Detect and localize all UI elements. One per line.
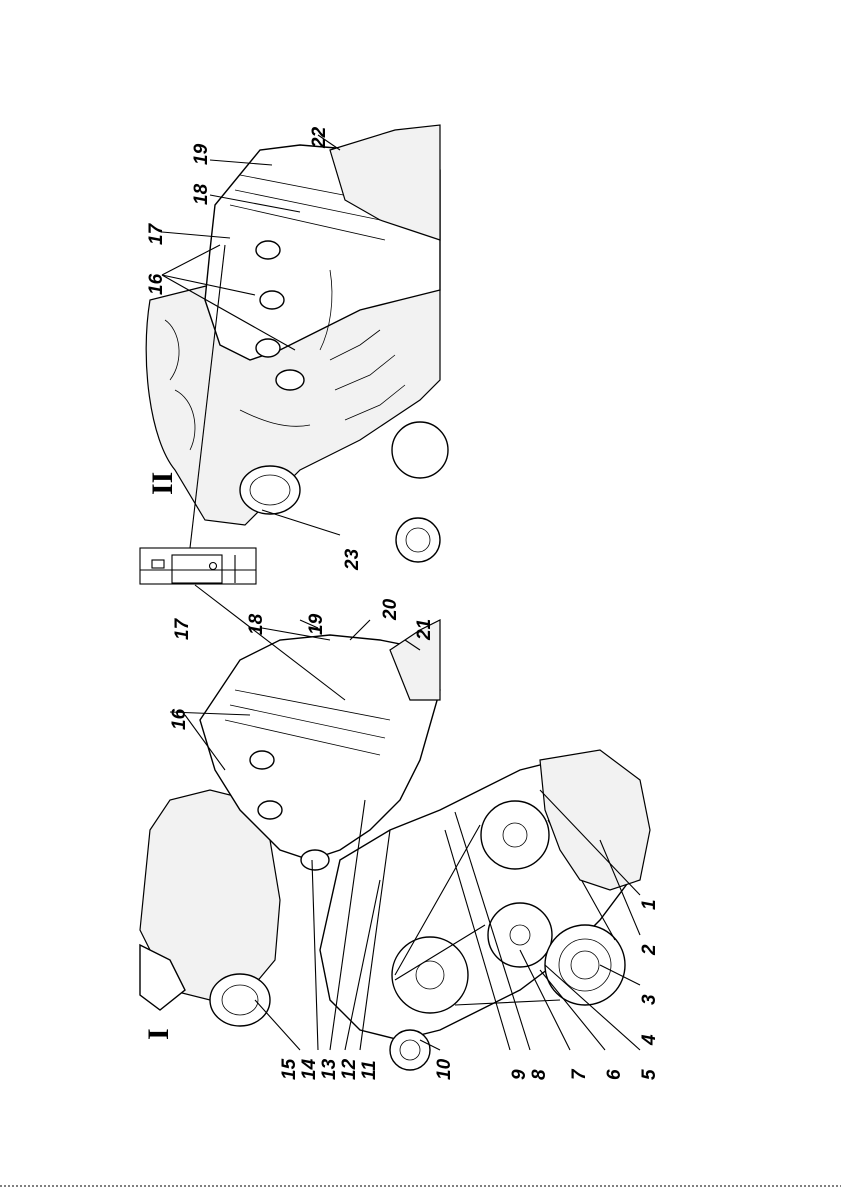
- label-14-view1: 14: [299, 1058, 320, 1080]
- view-1-numeral: I: [142, 1028, 175, 1040]
- label-9-view1: 9: [509, 1069, 530, 1080]
- label-19-view2: 19: [191, 143, 212, 165]
- label-1-view1: 1: [639, 899, 660, 910]
- label-19-view1: 19: [306, 613, 327, 635]
- label-12-view1: 12: [339, 1058, 360, 1080]
- label-18-view1: 18: [246, 613, 267, 635]
- label-11-view1: 11: [359, 1060, 380, 1080]
- label-20-view1: 20: [380, 598, 401, 621]
- label-17-view2: 17: [146, 222, 167, 245]
- label-23-view2: 23: [342, 548, 363, 571]
- label-10-view1: 10: [434, 1058, 455, 1080]
- label-15-view1: 15: [279, 1058, 300, 1080]
- label-21-view1: 21: [414, 619, 435, 641]
- label-18-view2: 18: [191, 183, 212, 205]
- label-3-view1: 3: [639, 994, 660, 1005]
- label-16-view1: 16: [169, 708, 190, 730]
- label-16-view2: 16: [146, 273, 167, 295]
- connector-detail-inset: [140, 548, 256, 584]
- label-8-view1: 8: [529, 1069, 550, 1080]
- label-4-view1: 4: [639, 1034, 660, 1046]
- label-6-view1: 6: [604, 1069, 625, 1080]
- label-13-view1: 13: [319, 1058, 340, 1080]
- label-5-view1: 5: [639, 1069, 660, 1080]
- view-2-numeral: II: [146, 472, 179, 495]
- alternator-pulley: [481, 801, 549, 869]
- label-17-view1: 17: [172, 617, 193, 640]
- label-2-view1: 2: [639, 944, 660, 956]
- view-1-engine-drawing: [140, 620, 650, 1070]
- label-22-view2: 22: [309, 126, 330, 149]
- inset-frame: [140, 548, 256, 584]
- idler-pulley: [488, 903, 552, 967]
- label-7-view1: 7: [569, 1068, 590, 1080]
